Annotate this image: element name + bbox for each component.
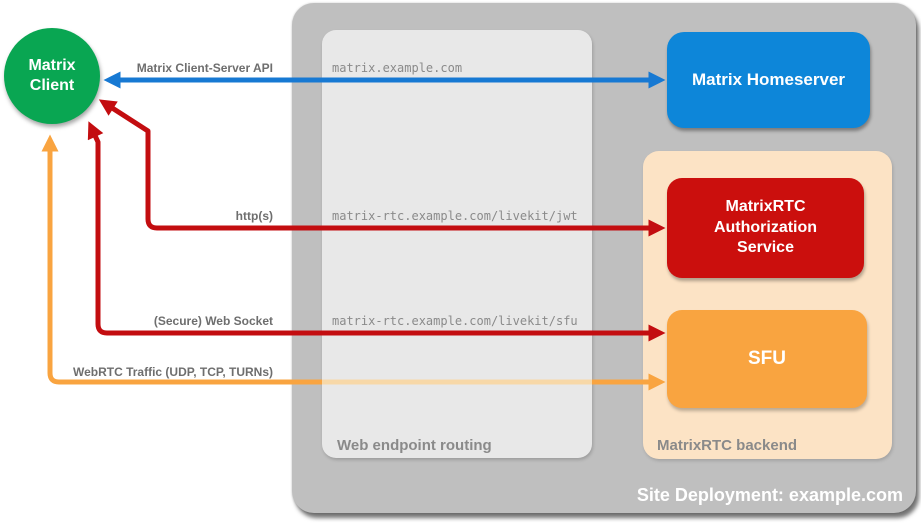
web-endpoint-routing-zone [322, 30, 592, 458]
site-deployment-caption: Site Deployment: example.com [636, 485, 903, 505]
sfu-label: SFU [748, 347, 786, 369]
matrixrtc-authorization-service-label: MatrixRTC Authorization Service [713, 198, 818, 257]
arrow-webrtc-traffic [41, 134, 322, 385]
label-webrtc-traffic: WebRTC Traffic (UDP, TCP, TURNs) [72, 365, 273, 379]
label-matrix-client-server-api: Matrix Client-Server API [136, 61, 273, 75]
matrix-client-label: Matrix Client [28, 56, 76, 94]
sfu-node: SFU [667, 310, 867, 408]
endpoint-url-homeserver: matrix.example.com [332, 61, 463, 75]
matrixrtc-backend-caption: MatrixRTC backend [657, 437, 798, 454]
endpoint-url-livekit-jwt: matrix-rtc.example.com/livekit/jwt [332, 209, 578, 223]
matrix-homeserver-node: Matrix Homeserver [667, 32, 870, 128]
label-https: http(s) [235, 209, 273, 223]
matrix-homeserver-label: Matrix Homeserver [691, 70, 846, 90]
matrixrtc-authorization-service-node: MatrixRTC Authorization Service [667, 178, 864, 278]
matrix-client-node: Matrix Client [4, 28, 100, 124]
web-endpoint-routing-caption: Web endpoint routing [337, 437, 492, 454]
label-secure-web-socket: (Secure) Web Socket [153, 314, 273, 328]
endpoint-url-livekit-sfu: matrix-rtc.example.com/livekit/sfu [332, 314, 578, 328]
